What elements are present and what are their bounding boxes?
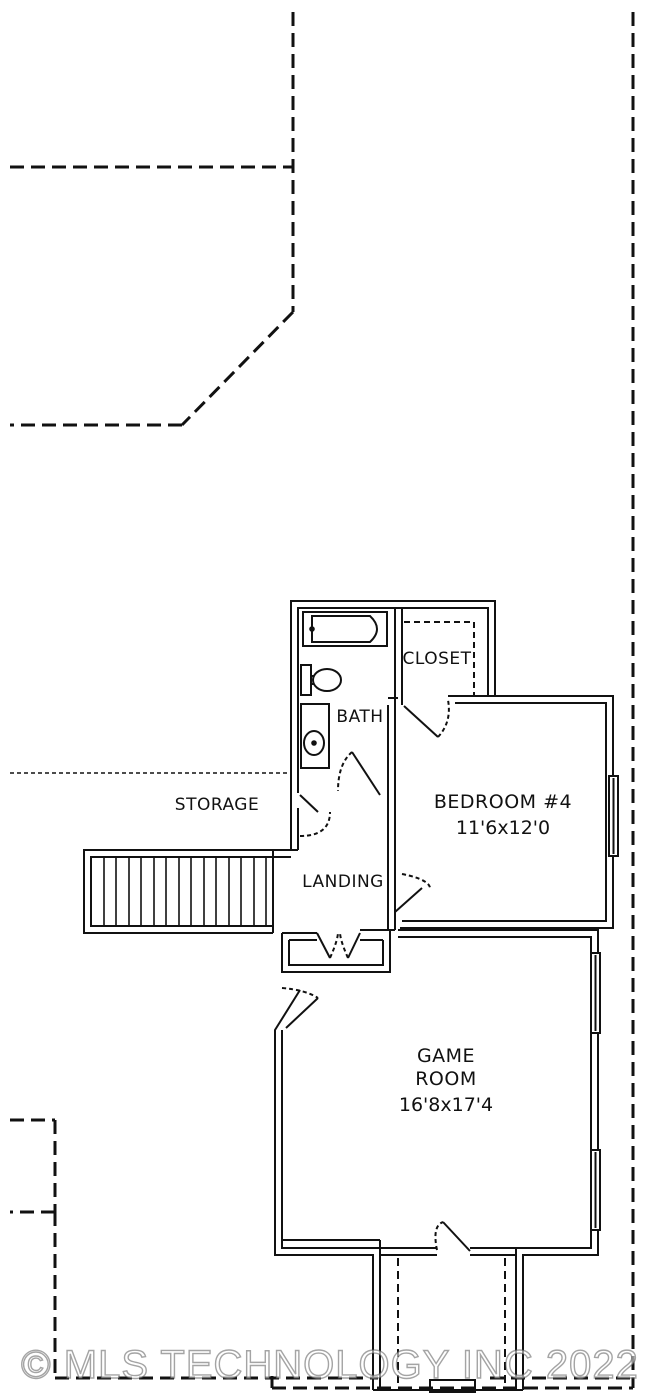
- porch-dashes: [397, 1258, 506, 1385]
- bedroom-4-label: BEDROOM #4: [434, 791, 572, 813]
- game-room-label-line1: GAME: [417, 1045, 475, 1067]
- closet-shelves: [404, 621, 475, 696]
- copyright-watermark: © MLS TECHNOLOGY INC 2022: [21, 1343, 639, 1387]
- storage-label: STORAGE: [175, 795, 259, 815]
- closet-label: CLOSET: [402, 649, 471, 669]
- sink-vanity: [300, 703, 330, 769]
- toilet: [300, 664, 342, 696]
- game-room-label-line2: ROOM: [415, 1068, 477, 1090]
- bathtub: [302, 611, 388, 647]
- walls: [83, 600, 614, 1391]
- porch-step: [429, 1379, 476, 1393]
- game-room-dimensions: 16'8x17'4: [399, 1094, 493, 1116]
- bath-label: BATH: [336, 707, 383, 727]
- stair-treads: [103, 857, 267, 926]
- bedroom-4-dimensions: 11'6x12'0: [456, 817, 550, 839]
- doors: [281, 699, 471, 1252]
- dashed-outlines: [10, 12, 635, 1390]
- windows: [590, 775, 619, 1231]
- landing-label: LANDING: [302, 872, 384, 892]
